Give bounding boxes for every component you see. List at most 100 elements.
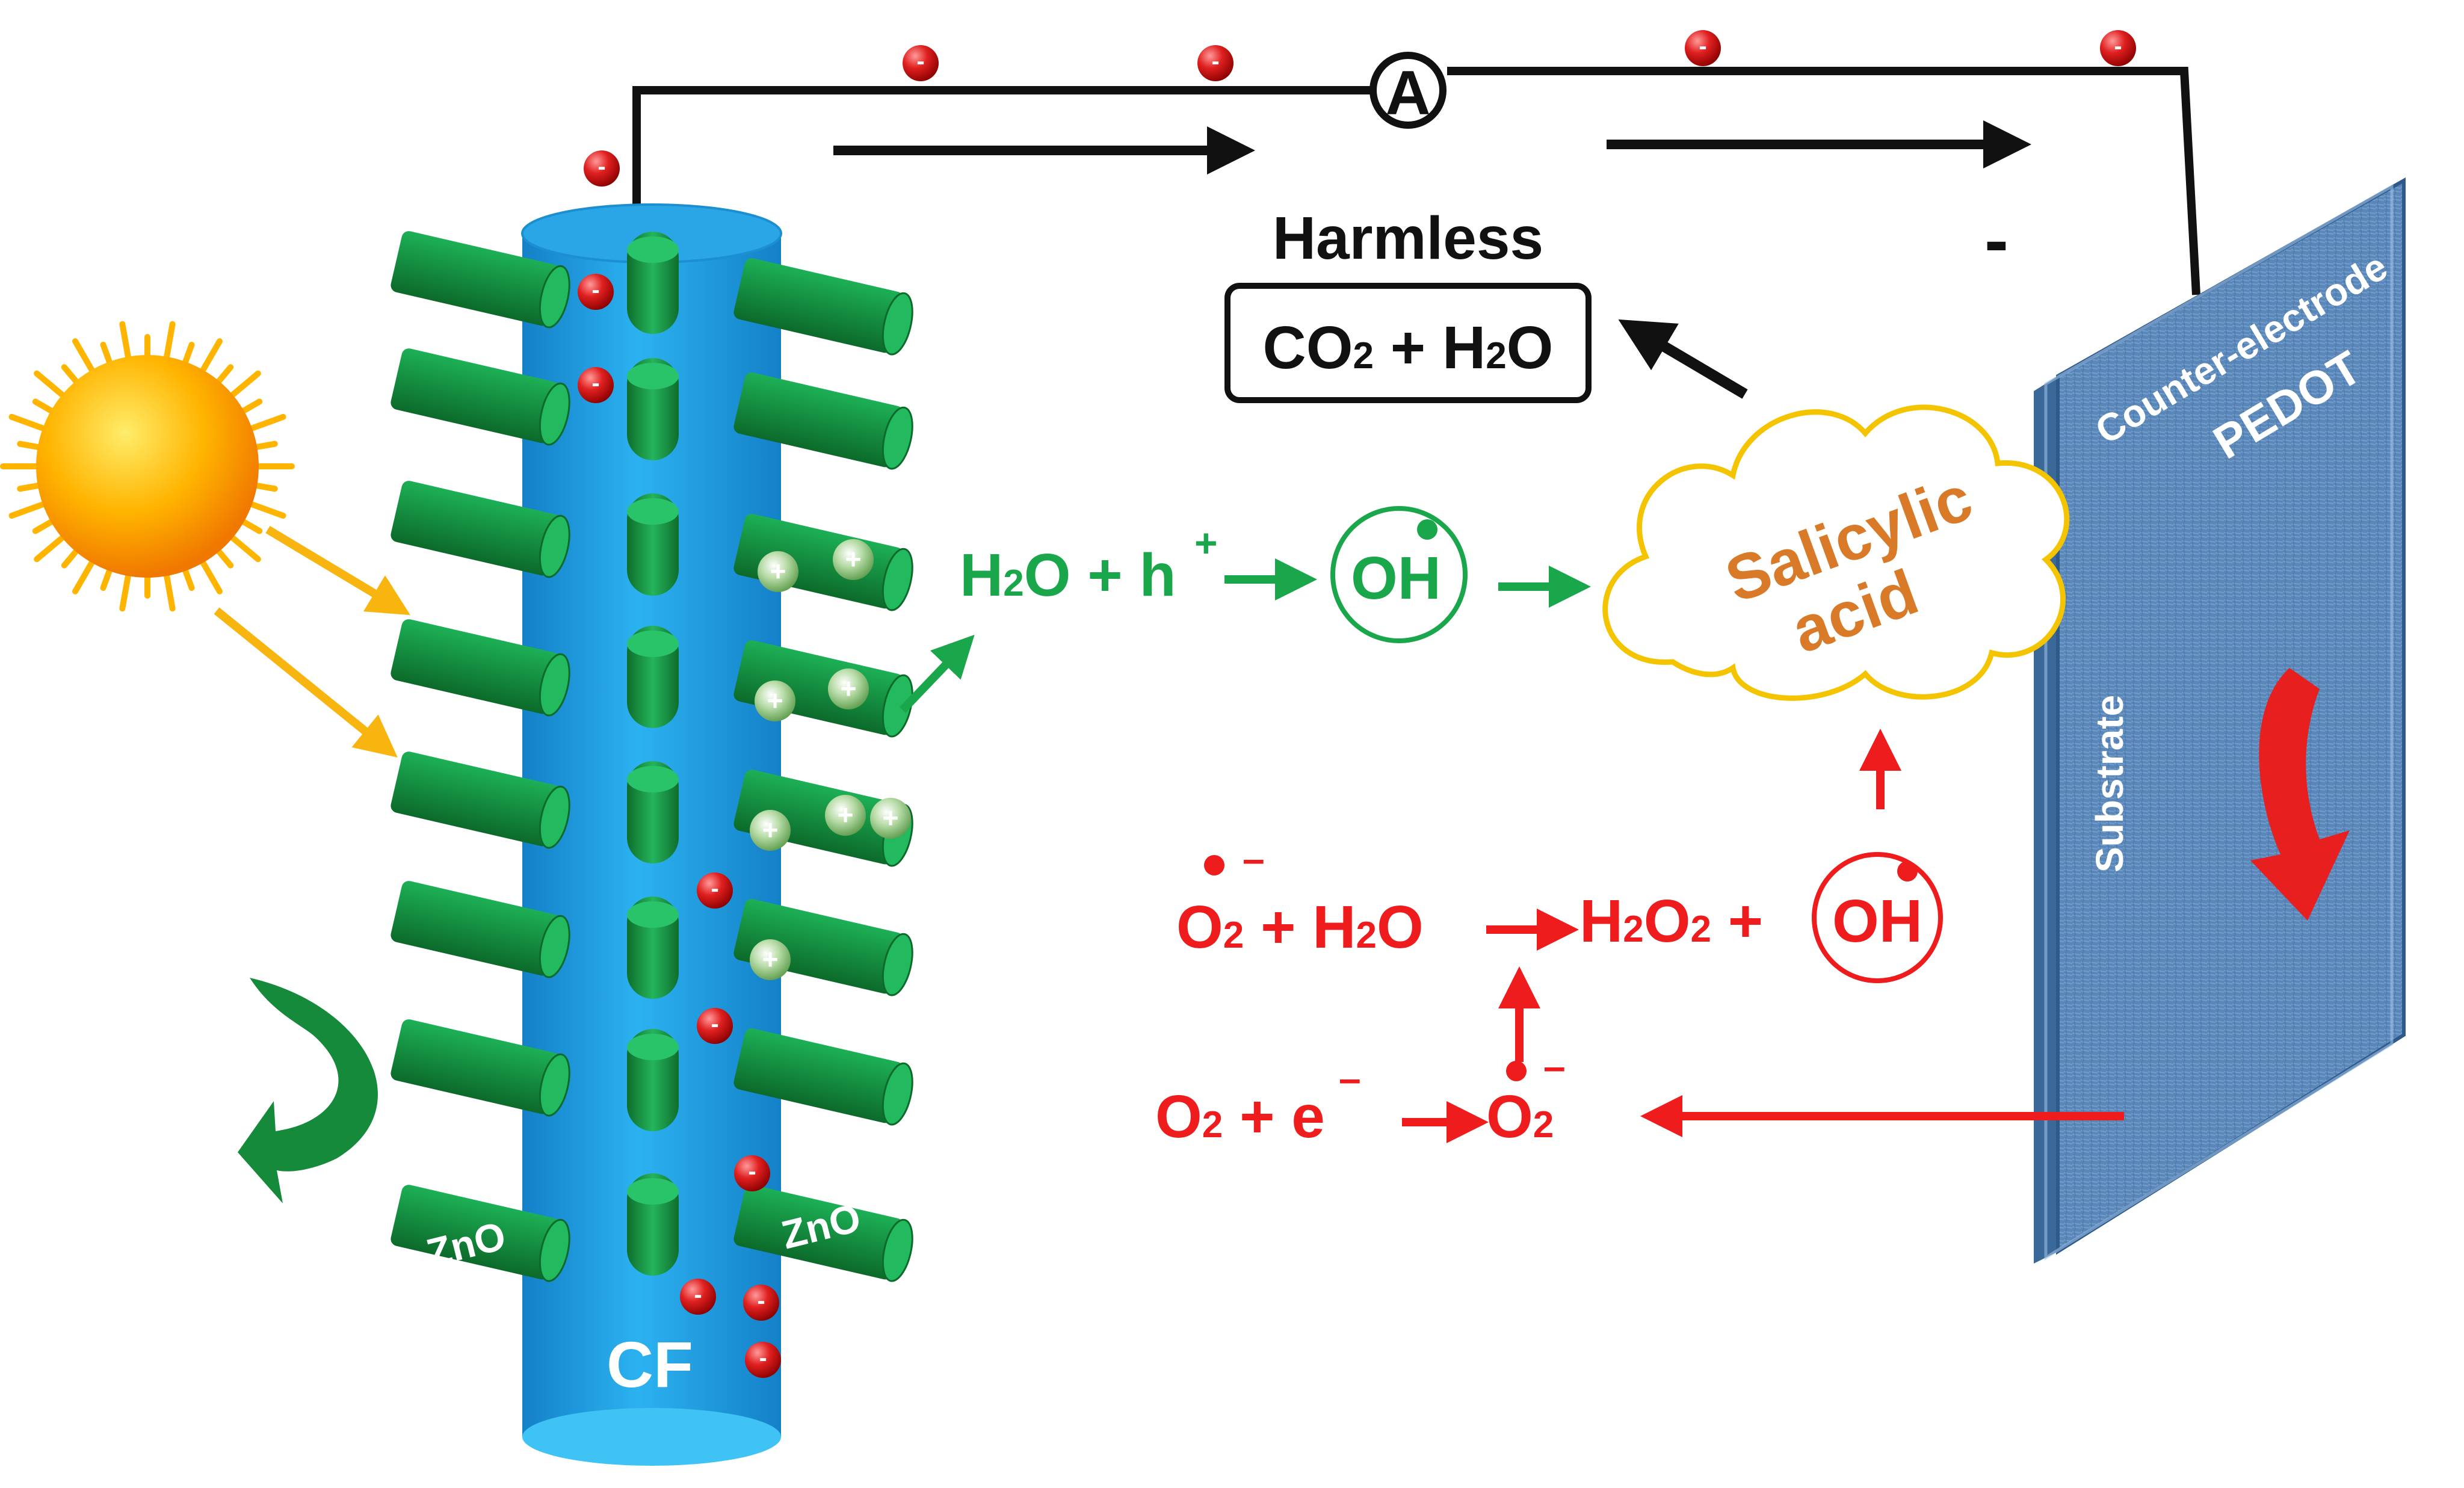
sun-ray <box>34 534 66 563</box>
zno-rod <box>391 752 570 849</box>
hole-particles: + + + + + + + + <box>750 539 911 980</box>
electron-icon: - <box>697 1008 733 1044</box>
electron-icon: - <box>578 367 614 403</box>
radical-dot <box>1897 861 1918 881</box>
zno-rod <box>733 372 913 470</box>
sun-ray <box>61 364 79 384</box>
svg-text:+: + <box>770 555 786 587</box>
zno-rod <box>733 899 913 996</box>
rotation-arrow-icon-right <box>2250 668 2350 921</box>
sun-ray <box>61 548 79 569</box>
products-box <box>1224 283 1592 403</box>
reaction-green-reactants: H2O + h <box>960 542 1176 609</box>
hole-icon: + <box>750 939 791 980</box>
zno-rod <box>627 626 679 728</box>
svg-text:-: - <box>711 875 718 902</box>
ammeter-label: A <box>1385 58 1430 128</box>
reaction-red-1-reactants: O2 + H2O <box>1176 894 1424 961</box>
hole-icon: + <box>755 681 795 721</box>
sun-ray <box>215 364 234 384</box>
svg-text:-: - <box>694 1282 702 1308</box>
zno-rod <box>391 348 570 446</box>
svg-text:+: + <box>838 799 854 830</box>
electron-icon: - <box>745 1342 781 1378</box>
svg-text:-: - <box>597 153 605 180</box>
sun-ray <box>100 567 113 591</box>
svg-text:-: - <box>1211 48 1219 75</box>
sun-ray <box>254 440 278 450</box>
electrode-polarity-sign: - <box>1984 200 2009 280</box>
sun-ray <box>182 341 195 365</box>
zno-rod <box>627 897 679 999</box>
svg-text:+: + <box>845 543 862 575</box>
sun-ray <box>32 519 54 534</box>
reaction-red-2-product: O2 <box>1486 1083 1554 1150</box>
sun-ray <box>241 398 263 414</box>
hole-charge: + <box>1194 520 1218 565</box>
oh-radical-green-circle <box>1330 506 1468 643</box>
zno-rod <box>627 1029 679 1131</box>
zno-rod <box>733 258 913 356</box>
radical-dot <box>1417 519 1437 540</box>
zno-rod <box>627 761 679 863</box>
zno-nanorods-left <box>391 231 570 1282</box>
sun-ray <box>229 534 261 563</box>
oh-radical-green: OH <box>1351 545 1441 612</box>
sun-ray <box>8 501 46 519</box>
svg-text:-: - <box>711 1011 718 1037</box>
sun-ray <box>249 501 286 519</box>
sun-ray <box>182 567 195 591</box>
sun-ray <box>200 560 223 594</box>
superoxide-product-charge: – <box>1543 1044 1566 1088</box>
electron-icon: - <box>2100 30 2136 66</box>
electron-icon: - <box>584 150 620 187</box>
zno-nanorods-center <box>627 232 679 1276</box>
sun-ray <box>72 560 95 594</box>
sun-ray <box>254 483 278 492</box>
sun-ray <box>119 573 131 612</box>
zno-rod <box>391 619 570 717</box>
sun-ray <box>32 398 54 414</box>
svg-text:+: + <box>767 685 783 716</box>
hole-icon: + <box>828 668 869 709</box>
sun-ray <box>164 573 176 612</box>
cf-label: CF <box>607 1328 693 1401</box>
electron-icon: - <box>1197 45 1234 81</box>
zno-rod <box>627 358 679 460</box>
zno-rod <box>627 493 679 596</box>
sun-ray <box>17 440 41 450</box>
electron-icon: - <box>903 45 939 81</box>
zno-rod <box>733 1028 913 1126</box>
svg-text:+: + <box>762 943 779 975</box>
electron-charge: – <box>1339 1056 1361 1101</box>
cloud-icon <box>1602 404 2070 701</box>
electron-icon: - <box>743 1285 779 1321</box>
zno-rod <box>627 1173 679 1276</box>
svg-text:-: - <box>759 1345 767 1371</box>
sun-ray <box>200 338 223 373</box>
svg-text:+: + <box>762 814 779 845</box>
zno-rod <box>627 232 679 334</box>
zno-rod <box>391 1185 570 1282</box>
zno-rod <box>733 640 913 738</box>
sun-icon <box>0 321 295 612</box>
electron-icon: - <box>680 1279 716 1315</box>
sun-ray <box>8 413 46 431</box>
sun-ray <box>215 548 234 569</box>
harmless-label: Harmless <box>1273 205 1543 272</box>
svg-text:-: - <box>916 48 924 75</box>
rotation-arrow-icon-left <box>238 978 378 1203</box>
sun-ray <box>100 341 113 365</box>
hole-icon: + <box>870 798 911 839</box>
electron-icon: - <box>1685 30 1721 66</box>
substrate-label: Substrate <box>2088 695 2131 872</box>
radical-dot <box>1204 855 1224 875</box>
oh-radical-red: OH <box>1832 888 1922 955</box>
oh-radical-red-circle <box>1812 852 1943 983</box>
degradation-arrow <box>1618 319 1748 399</box>
sun-ray <box>72 338 95 373</box>
svg-text:-: - <box>757 1288 765 1314</box>
sun-ray <box>229 370 261 398</box>
radical-dot <box>1506 1061 1527 1081</box>
